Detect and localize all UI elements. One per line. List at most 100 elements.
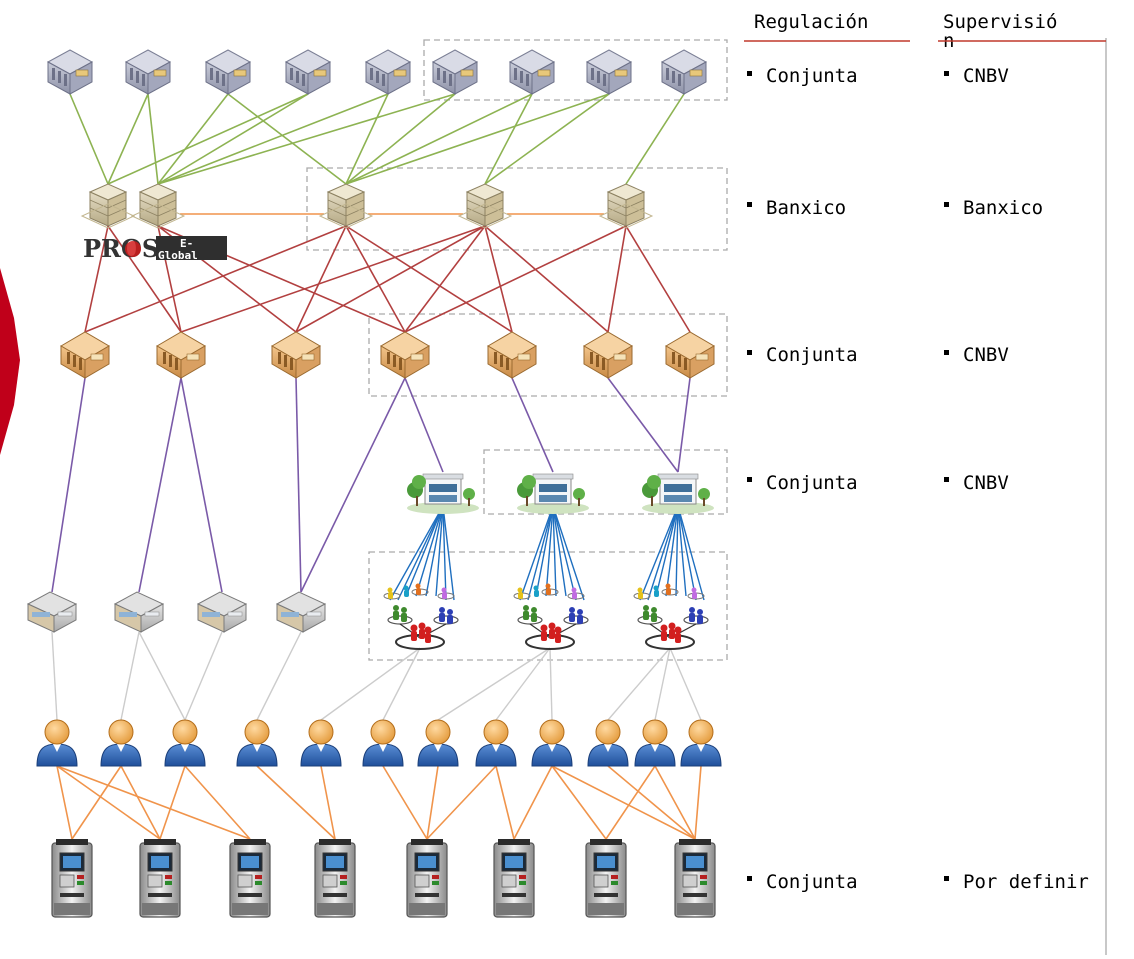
connector-line — [404, 225, 627, 333]
acquirer-bank-icon — [665, 331, 715, 379]
group-box-communities — [368, 551, 728, 661]
user-person-icon — [300, 719, 342, 767]
connector-line — [56, 765, 251, 840]
community-network-icon — [633, 582, 709, 650]
row-regulacion: Banxico — [766, 197, 846, 219]
row-supervision: Banxico — [963, 197, 1043, 219]
connector-line — [639, 505, 679, 601]
connector-line — [345, 93, 533, 185]
connector-line — [677, 505, 697, 601]
bank-building-icon — [661, 49, 707, 95]
user-person-icon — [236, 719, 278, 767]
connector-line — [437, 647, 551, 721]
connector-line — [71, 765, 122, 840]
connector-line — [157, 93, 389, 185]
processor-building-icon — [458, 183, 512, 229]
connector-line — [138, 377, 182, 593]
connector-line — [147, 93, 159, 185]
connector-line — [320, 765, 336, 840]
connector-line — [625, 93, 685, 185]
connector-line — [426, 765, 497, 840]
connector-line — [484, 225, 609, 333]
table-row: Banxico Banxico — [747, 197, 1043, 219]
row-supervision: CNBV — [963, 65, 1009, 87]
connector-line — [527, 505, 554, 601]
connector-line — [345, 93, 610, 185]
header-regulacion: Regulación — [754, 11, 868, 33]
acquirer-bank-icon — [380, 331, 430, 379]
connector-line — [397, 505, 444, 601]
processor-building-icon — [319, 183, 373, 229]
connector-line — [495, 647, 551, 721]
user-person-icon — [100, 719, 142, 767]
row-supervision: CNBV — [963, 344, 1009, 366]
connector-line — [256, 631, 302, 721]
user-person-icon — [362, 719, 404, 767]
connector-line — [405, 505, 444, 597]
group-box-processors — [306, 167, 728, 251]
bank-building-icon — [205, 49, 251, 95]
connector-line — [654, 765, 696, 840]
bank-building-icon — [432, 49, 478, 95]
connector-line — [138, 631, 186, 721]
connector-line — [549, 647, 553, 721]
connector-line — [607, 765, 696, 840]
correspondent-store-icon — [641, 473, 715, 515]
correspondent-store-icon — [406, 473, 480, 515]
row-regulacion: Conjunta — [766, 472, 858, 494]
bank-building-icon — [586, 49, 632, 95]
merchant-office-icon — [197, 591, 247, 633]
connector-line — [519, 505, 554, 601]
connector-line — [180, 377, 223, 593]
bank-building-icon — [125, 49, 171, 95]
connector-line — [295, 225, 486, 333]
connector-line — [56, 765, 161, 840]
connector-line — [425, 505, 444, 597]
connector-line — [511, 377, 554, 473]
connector-line — [675, 505, 679, 597]
connector-line — [677, 505, 687, 597]
acquirer-bank-icon — [156, 331, 206, 379]
connector-line — [694, 765, 702, 840]
acquirer-bank-icon — [583, 331, 633, 379]
connector-line — [345, 93, 456, 185]
connector-line — [442, 505, 447, 601]
connector-line — [51, 377, 86, 593]
connector-line — [56, 765, 73, 840]
bank-building-icon — [365, 49, 411, 95]
table-row: Conjunta CNBV — [747, 344, 1009, 366]
connector-line — [107, 93, 149, 185]
svg-text:Global: Global — [158, 249, 198, 262]
connector-line — [484, 93, 610, 185]
acquirer-bank-icon — [60, 331, 110, 379]
connector-line — [227, 93, 347, 185]
connector-line — [513, 765, 553, 840]
atm-terminal-icon — [406, 838, 448, 918]
table-row: Conjunta CNBV — [747, 65, 1009, 87]
connector-line — [320, 647, 421, 721]
connector-line — [69, 93, 109, 185]
connector-line — [157, 93, 309, 185]
connector-line — [382, 765, 428, 840]
connector-line — [551, 765, 607, 840]
atm-terminal-icon — [585, 838, 627, 918]
atm-terminal-icon — [229, 838, 271, 918]
accent-arrow — [0, 268, 20, 455]
connector-line — [545, 505, 554, 597]
bank-building-icon — [285, 49, 331, 95]
row-regulacion: Conjunta — [766, 344, 858, 366]
svg-text:E-: E- — [180, 237, 193, 250]
connector-line — [625, 225, 691, 333]
merchant-office-icon — [114, 591, 164, 633]
connector-line — [84, 225, 109, 333]
connector-line — [120, 631, 140, 721]
connector-line — [159, 765, 186, 840]
connector-line — [120, 765, 161, 840]
connector-line — [607, 225, 627, 333]
connector-line — [184, 765, 251, 840]
community-network-icon — [383, 582, 459, 650]
connector-line — [404, 377, 444, 473]
group-boxes — [306, 39, 728, 661]
user-person-icon — [475, 719, 517, 767]
user-person-icon — [634, 719, 676, 767]
